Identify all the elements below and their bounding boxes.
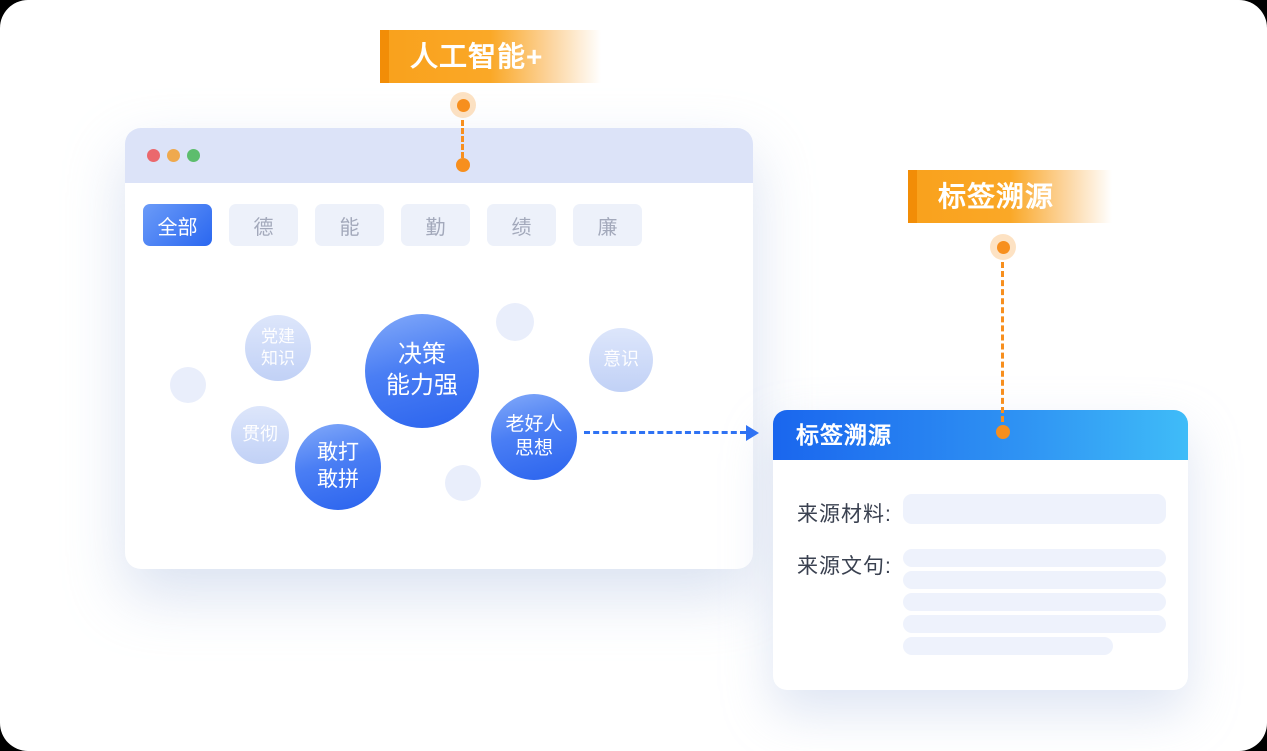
tab-qin[interactable]: 勤 — [401, 204, 470, 246]
decor-bubble — [496, 303, 534, 341]
tag-bubble-line: 思想 — [514, 438, 553, 459]
tag-bubble-line: 意识 — [603, 349, 639, 370]
placeholder-bar — [903, 549, 1166, 567]
tag-bubble-line: 能力强 — [386, 372, 458, 399]
traffic-light-green-icon[interactable] — [187, 149, 200, 162]
tag-bubble-line: 知识 — [261, 349, 295, 368]
tag-bubble-line: 敢拼 — [317, 468, 359, 491]
ai-callout-badge: 人工智能+ — [380, 30, 602, 83]
traffic-light-yellow-icon[interactable] — [167, 149, 180, 162]
category-tabs: 全部 德 能 勤 绩 廉 — [143, 204, 642, 246]
tags-browser-window: 全部 德 能 勤 绩 廉 党建 知识 决策 能力强 意识 贯彻 敢打 敢拼 老好… — [125, 128, 753, 569]
connector-halo-dot — [990, 234, 1016, 260]
trace-arrow-head-icon — [746, 425, 759, 441]
placeholder-bar — [903, 637, 1113, 655]
tag-bubble-laohaoren-sixiang[interactable]: 老好人 思想 — [491, 394, 577, 480]
connector-end-dot — [996, 425, 1010, 439]
tag-bubble-juece-nengliqiang[interactable]: 决策 能力强 — [365, 314, 479, 428]
placeholder-bar — [903, 615, 1166, 633]
placeholder-bar — [903, 494, 1166, 524]
trace-arrow-line — [584, 431, 746, 434]
tab-all[interactable]: 全部 — [143, 204, 212, 246]
window-titlebar — [125, 128, 753, 183]
tag-bubble-line: 决策 — [398, 341, 446, 369]
panel-header: 标签溯源 — [773, 410, 1188, 460]
connector-dot — [996, 240, 1010, 254]
placeholder-bar — [903, 593, 1166, 611]
trace-callout-label: 标签溯源 — [938, 181, 1055, 212]
tab-de[interactable]: 德 — [229, 204, 298, 246]
placeholder-bar — [903, 571, 1166, 589]
traffic-light-red-icon[interactable] — [147, 149, 160, 162]
tag-trace-panel: 标签溯源 来源材料: 来源文句: — [773, 410, 1188, 690]
panel-title: 标签溯源 — [796, 422, 892, 448]
tag-bubble-line: 敢打 — [317, 441, 359, 465]
decor-bubble — [445, 465, 481, 501]
ai-callout-label: 人工智能+ — [410, 41, 544, 72]
connector-dashed-line — [461, 120, 464, 158]
tag-bubble-line: 贯彻 — [242, 424, 278, 445]
tag-bubble-guanche[interactable]: 贯彻 — [231, 406, 289, 464]
trace-callout-badge: 标签溯源 — [908, 170, 1113, 223]
source-material-label: 来源材料: — [797, 503, 892, 526]
tag-bubble-line: 老好人 — [505, 413, 563, 435]
tab-ji[interactable]: 绩 — [487, 204, 556, 246]
tab-neng[interactable]: 能 — [315, 204, 384, 246]
tag-bubble-yishi[interactable]: 意识 — [589, 328, 653, 392]
tag-bubble-line: 党建 — [261, 327, 295, 347]
source-sentence-label: 来源文句: — [797, 555, 892, 578]
decor-bubble — [170, 367, 206, 403]
trace-arrow — [584, 425, 759, 441]
tag-bubble-ganda-ganpin[interactable]: 敢打 敢拼 — [295, 424, 381, 510]
tab-lian[interactable]: 廉 — [573, 204, 642, 246]
connector-dot — [456, 98, 470, 112]
connector-dashed-line — [1001, 262, 1004, 422]
connector-end-dot — [456, 158, 470, 172]
connector-halo-dot — [450, 92, 476, 118]
tag-bubble-dangjian-zhishi[interactable]: 党建 知识 — [245, 315, 311, 381]
